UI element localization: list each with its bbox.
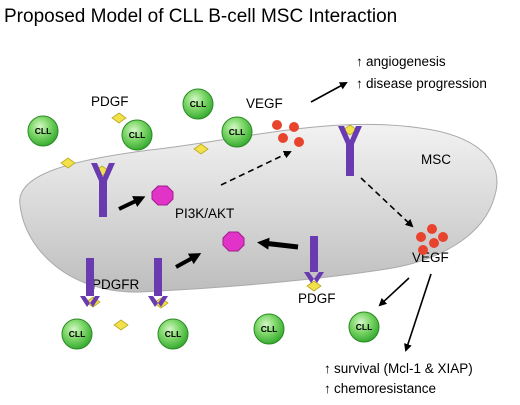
activation-arrow <box>175 253 202 269</box>
effect-arrow <box>404 273 432 352</box>
cll-cell: CLL <box>157 318 189 350</box>
up-arrow-icon: ↑ <box>356 54 363 69</box>
outcome-chemoresistance: chemoresistance <box>334 381 436 396</box>
dashed-arrow <box>360 177 414 228</box>
vegf-cluster-top <box>272 120 304 147</box>
cll-cell: CLL <box>182 88 214 120</box>
cll-cell-label: CLL <box>165 329 182 339</box>
up-arrow-icon: ↑ <box>324 361 331 376</box>
pdgfr-receptor <box>304 236 324 283</box>
vegf-dot <box>427 224 437 234</box>
pdgf-label-top: PDGF <box>91 94 129 109</box>
effect-arrow <box>310 82 348 103</box>
outcome-disease-progression: disease progression <box>366 76 487 91</box>
vegf-dot <box>289 122 299 132</box>
activation-arrow <box>118 196 146 211</box>
outcome-survival: survival (Mcl-1 & XIAP) <box>334 361 473 376</box>
cll-cell: CLL <box>121 119 153 151</box>
pdgfr-receptor <box>91 163 115 217</box>
cll-cell-label: CLL <box>129 130 146 140</box>
vegf-dot <box>418 245 428 255</box>
diagram-title: Proposed Model of CLL B-cell MSC Interac… <box>4 6 397 27</box>
vegf-label-top: VEGF <box>246 96 283 111</box>
msc-cell-body <box>19 123 498 293</box>
cll-cell-label: CLL <box>229 127 246 137</box>
up-arrow-icon: ↑ <box>324 381 331 396</box>
pdgfr-receptor <box>148 258 168 307</box>
vegf-dot <box>294 137 304 147</box>
vegf-receptor <box>338 126 362 176</box>
cll-cell: CLL <box>27 115 59 147</box>
pi3k-akt-label: PI3K/AKT <box>175 206 234 221</box>
vegf-dot <box>416 232 426 242</box>
cll-cell-label: CLL <box>356 322 373 332</box>
msc-label: MSC <box>421 152 451 167</box>
dashed-arrow <box>220 150 292 186</box>
outcome-bottom: ↑ survival (Mcl-1 & XIAP) ↑ chemoresista… <box>324 361 473 396</box>
vegf-dot <box>429 238 439 248</box>
pdgf-ligand <box>113 319 129 331</box>
cll-cell: CLL <box>253 313 285 345</box>
cll-cell-label: CLL <box>261 324 278 334</box>
activation-arrow <box>257 237 299 250</box>
vegf-dot <box>272 120 282 130</box>
signal-node <box>222 231 245 252</box>
cll-cell-label: CLL <box>190 99 207 109</box>
cll-cell: CLL <box>348 311 380 343</box>
signal-node <box>151 185 174 206</box>
pdgfr-label: PDGFR <box>92 277 140 292</box>
pdgf-ligand <box>193 143 209 155</box>
vegf-label-right: VEGF <box>412 250 449 265</box>
effect-arrow <box>378 277 410 307</box>
pdgf-label-bottom: PDGF <box>298 291 336 306</box>
up-arrow-icon: ↑ <box>356 76 363 91</box>
cll-cell: CLL <box>221 116 253 148</box>
outcome-angiogenesis: angiogenesis <box>366 54 446 69</box>
pdgfr-receptor <box>80 258 100 307</box>
pdgf-ligand <box>111 112 127 124</box>
cll-cell-label: CLL <box>69 329 86 339</box>
pdgf-ligand <box>306 280 322 292</box>
vegf-cluster-right <box>416 224 448 255</box>
outcome-top: ↑ angiogenesis ↑ disease progression <box>356 54 487 91</box>
cll-cell: CLL <box>61 318 93 350</box>
vegf-dot <box>438 232 448 242</box>
vegf-dot <box>278 133 288 143</box>
pdgf-ligand <box>60 157 76 169</box>
cll-cell-label: CLL <box>35 126 52 136</box>
